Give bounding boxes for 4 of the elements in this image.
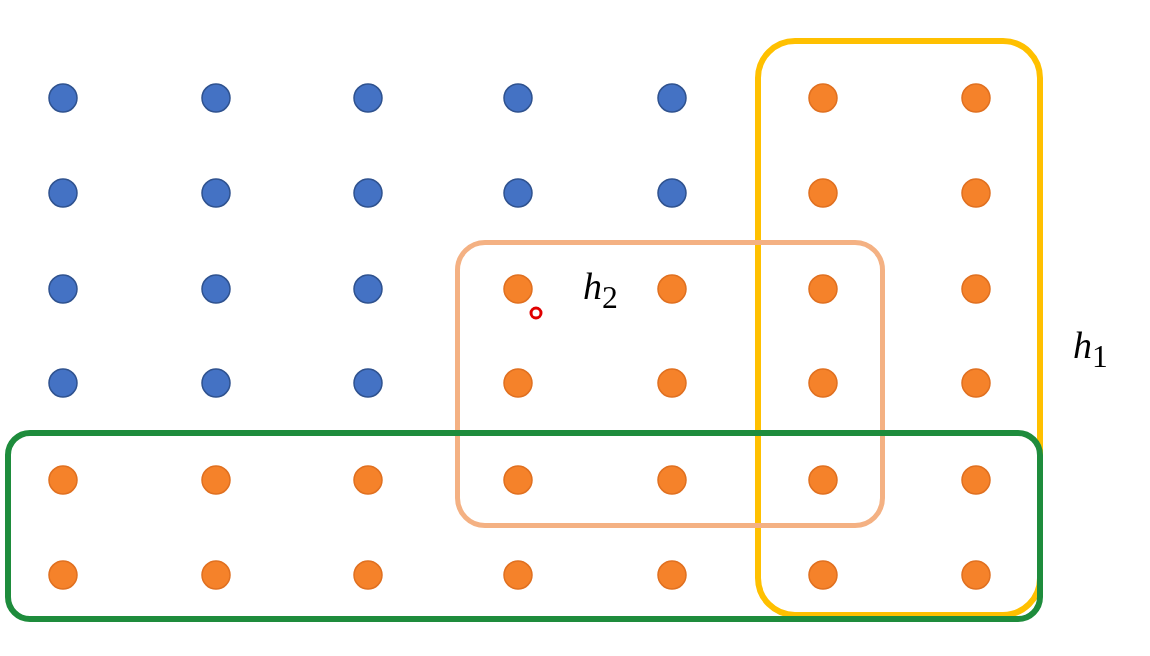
rounded-rectangle xyxy=(5,430,1043,622)
math-label: h$_{2}$ xyxy=(583,267,618,314)
math-label: h$_{1}$ xyxy=(1073,326,1108,373)
rounded-rectangle xyxy=(455,240,885,528)
